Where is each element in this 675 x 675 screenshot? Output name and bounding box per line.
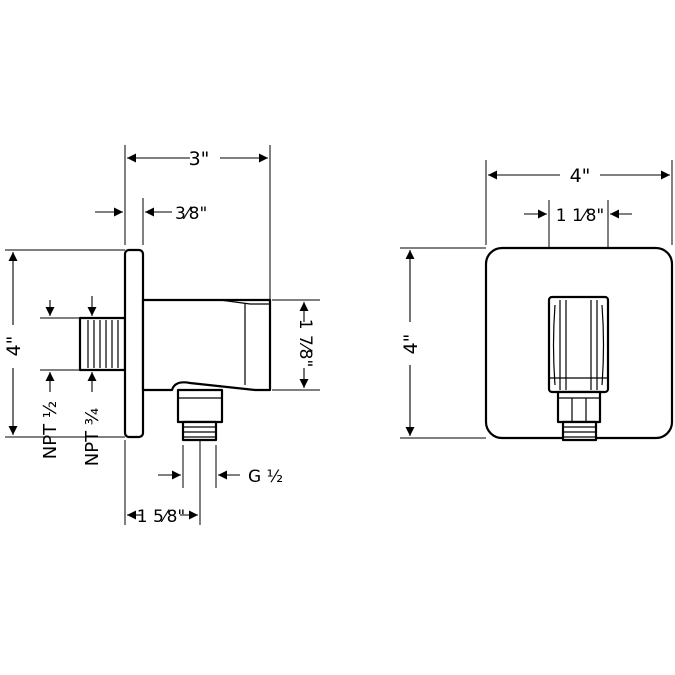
dim-label-height-plate: 4" [3,336,25,357]
outlet-nut-front [556,390,602,424]
front-view: 4" 1 1⁄8" 4" [400,160,674,442]
outlet-thread-lines [183,426,216,438]
dim-label-outlet-thread: G ½ [248,467,283,487]
wall-plate-side [123,248,145,439]
dim-label-inlet-thread-1: NPT ½ [40,401,61,459]
dim-label-width-plate: 4" [570,165,591,187]
dim-label-outlet-height: 1 7⁄8" [295,319,315,368]
dim-label-height-plate-front: 4" [400,334,422,355]
outlet-thread-lines-front [563,426,596,438]
body-edge [219,299,251,305]
dim-label-outlet-offset: 1 5⁄8" [137,507,186,527]
side-view: 3" 3⁄8" 4" NPT ½ NPT ¾ 1 7⁄8" G ½ 1 5⁄8" [3,145,320,527]
dim-label-plate-thickness: 3⁄8" [175,204,207,224]
dim-label-width-holder: 1 1⁄8" [556,206,605,226]
inlet-thread-lines [87,320,119,368]
dim-label-inlet-thread-2: NPT ¾ [82,408,103,466]
dim-label-width-overall: 3" [189,148,210,170]
outlet-nut [176,388,224,424]
body-side [141,298,272,392]
